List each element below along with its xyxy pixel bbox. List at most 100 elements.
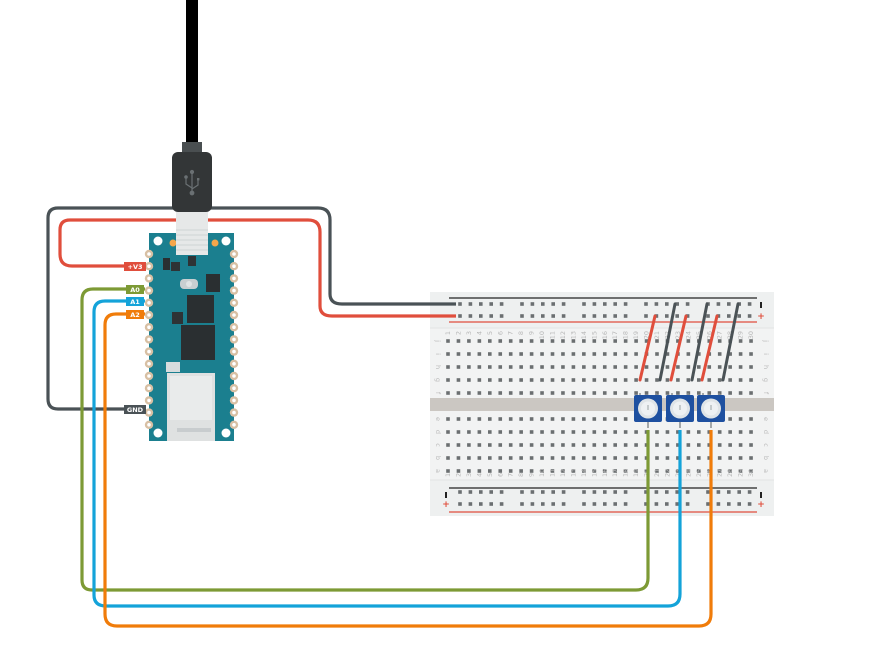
breadboard-hole[interactable] — [488, 443, 492, 447]
breadboard-hole[interactable] — [446, 352, 450, 356]
rail-hole[interactable] — [685, 302, 690, 306]
rail-hole[interactable] — [623, 490, 628, 494]
breadboard-hole[interactable] — [634, 339, 638, 343]
rail-hole[interactable] — [665, 314, 669, 318]
breadboard-hole[interactable] — [686, 469, 691, 473]
rail-hole[interactable] — [458, 314, 462, 318]
breadboard-hole[interactable] — [582, 443, 586, 447]
breadboard-hole[interactable] — [707, 469, 712, 473]
breadboard-hole[interactable] — [519, 430, 523, 434]
breadboard-hole[interactable] — [519, 352, 523, 356]
breadboard-hole[interactable] — [602, 417, 607, 421]
breadboard-hole[interactable] — [717, 352, 722, 356]
breadboard-hole[interactable] — [634, 352, 638, 356]
breadboard-hole[interactable] — [665, 378, 670, 382]
breadboard-hole[interactable] — [456, 339, 461, 343]
breadboard-hole[interactable] — [498, 417, 503, 421]
breadboard-hole[interactable] — [508, 417, 513, 421]
rail-hole[interactable] — [727, 302, 731, 306]
breadboard-hole[interactable] — [728, 365, 732, 369]
breadboard-hole[interactable] — [644, 339, 649, 343]
rail-hole[interactable] — [551, 502, 555, 506]
rail-hole[interactable] — [737, 314, 741, 318]
rail-hole[interactable] — [468, 490, 473, 494]
breadboard-hole[interactable] — [697, 456, 701, 460]
breadboard-hole[interactable] — [602, 430, 607, 434]
breadboard-hole[interactable] — [540, 469, 544, 473]
rail-hole[interactable] — [706, 314, 710, 318]
breadboard-hole[interactable] — [529, 469, 534, 473]
breadboard-hole[interactable] — [623, 469, 628, 473]
rail-hole[interactable] — [592, 490, 597, 494]
breadboard-hole[interactable] — [477, 352, 482, 356]
breadboard-hole[interactable] — [477, 430, 482, 434]
rail-hole[interactable] — [520, 314, 524, 318]
breadboard-hole[interactable] — [582, 456, 586, 460]
breadboard-hole[interactable] — [738, 378, 743, 382]
rail-hole[interactable] — [685, 314, 690, 318]
breadboard-hole[interactable] — [467, 430, 471, 434]
gnd-wire[interactable] — [46, 206, 456, 411]
breadboard-hole[interactable] — [749, 391, 753, 395]
breadboard-hole[interactable] — [488, 417, 492, 421]
breadboard-hole[interactable] — [508, 456, 513, 460]
breadboard-hole[interactable] — [655, 430, 659, 434]
breadboard-hole[interactable] — [749, 443, 753, 447]
rail-hole[interactable] — [623, 302, 628, 306]
rail-hole[interactable] — [623, 314, 628, 318]
breadboard-hole[interactable] — [561, 469, 565, 473]
breadboard-hole[interactable] — [738, 339, 743, 343]
breadboard-hole[interactable] — [498, 391, 503, 395]
rail-hole[interactable] — [561, 302, 566, 306]
breadboard-hole[interactable] — [571, 469, 576, 473]
breadboard-hole[interactable] — [561, 391, 565, 395]
rail-hole[interactable] — [727, 314, 731, 318]
jumper-wire[interactable] — [721, 302, 740, 382]
breadboard-hole[interactable] — [529, 456, 534, 460]
breadboard-hole[interactable] — [665, 352, 670, 356]
breadboard-hole[interactable] — [467, 469, 471, 473]
breadboard-hole[interactable] — [634, 469, 638, 473]
breadboard-hole[interactable] — [467, 456, 471, 460]
breadboard-hole[interactable] — [697, 365, 701, 369]
breadboard-hole[interactable] — [665, 430, 670, 434]
breadboard-hole[interactable] — [519, 378, 523, 382]
breadboard-hole[interactable] — [540, 456, 544, 460]
rail-hole[interactable] — [592, 302, 597, 306]
rail-hole[interactable] — [654, 302, 659, 306]
rail-hole[interactable] — [582, 502, 586, 506]
breadboard-hole[interactable] — [728, 443, 732, 447]
breadboard-hole[interactable] — [686, 352, 691, 356]
breadboard-hole[interactable] — [477, 339, 482, 343]
breadboard-hole[interactable] — [571, 365, 576, 369]
breadboard-hole[interactable] — [592, 456, 597, 460]
rail-hole[interactable] — [530, 314, 535, 318]
breadboard-hole[interactable] — [571, 339, 576, 343]
breadboard-hole[interactable] — [519, 417, 523, 421]
breadboard-hole[interactable] — [519, 456, 523, 460]
breadboard-hole[interactable] — [655, 443, 659, 447]
breadboard-hole[interactable] — [508, 430, 513, 434]
rail-hole[interactable] — [530, 490, 535, 494]
rail-hole[interactable] — [468, 314, 473, 318]
breadboard-hole[interactable] — [561, 365, 565, 369]
rail-hole[interactable] — [551, 490, 555, 494]
breadboard-hole[interactable] — [508, 339, 513, 343]
rail-hole[interactable] — [613, 302, 617, 306]
breadboard-hole[interactable] — [540, 365, 544, 369]
rail-hole[interactable] — [665, 490, 669, 494]
rail-hole[interactable] — [499, 314, 504, 318]
breadboard-hole[interactable] — [634, 391, 638, 395]
rail-hole[interactable] — [561, 314, 566, 318]
rail-hole[interactable] — [603, 302, 607, 306]
breadboard-hole[interactable] — [540, 391, 544, 395]
breadboard-hole[interactable] — [498, 378, 503, 382]
breadboard-hole[interactable] — [488, 391, 492, 395]
breadboard-hole[interactable] — [467, 378, 471, 382]
breadboard-hole[interactable] — [561, 443, 565, 447]
breadboard-hole[interactable] — [582, 469, 586, 473]
breadboard-hole[interactable] — [655, 352, 659, 356]
breadboard-hole[interactable] — [749, 365, 753, 369]
breadboard-hole[interactable] — [508, 443, 513, 447]
rail-hole[interactable] — [675, 490, 679, 494]
